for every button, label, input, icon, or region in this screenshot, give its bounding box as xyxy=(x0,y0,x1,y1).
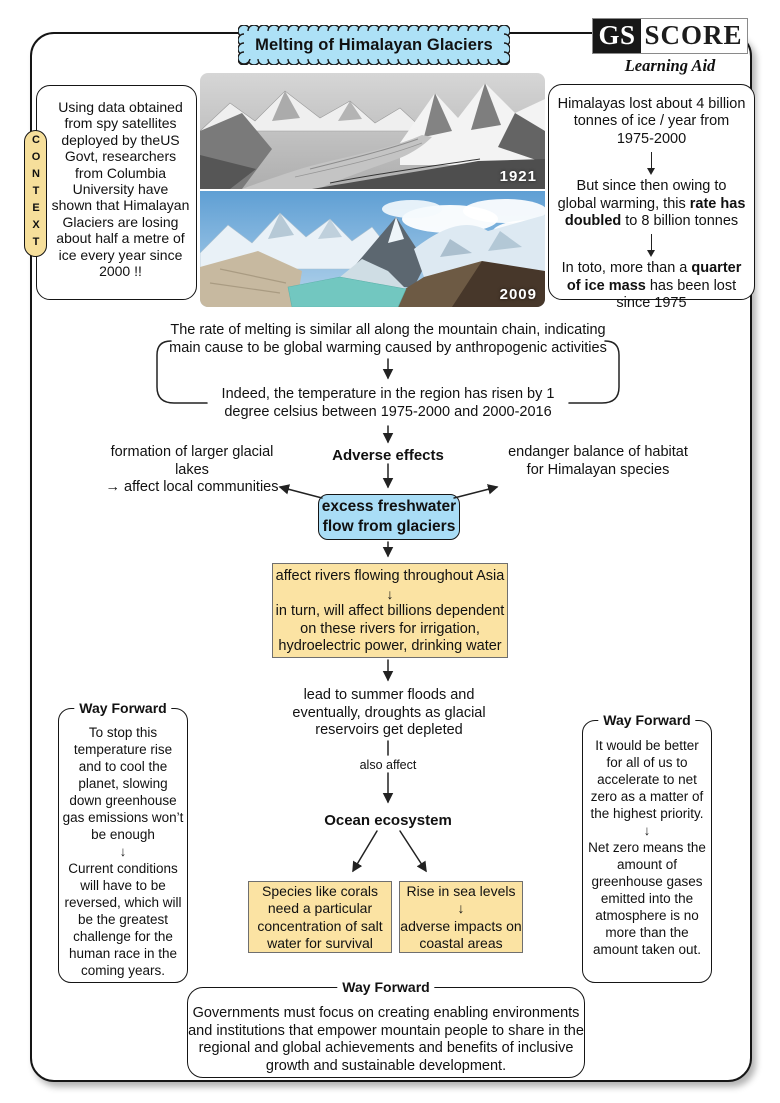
down-arrow-icon xyxy=(645,233,659,258)
way-forward-bottom-box: Way Forward Governments must focus on cr… xyxy=(187,979,585,1078)
photo-year-1921: 1921 xyxy=(499,168,537,185)
logo-tagline: Learning Aid xyxy=(624,56,716,75)
photo-year-2009: 2009 xyxy=(499,286,537,303)
way-forward-right-box: Way Forward It would be better for all o… xyxy=(582,712,712,983)
context-label: CONTEXT xyxy=(24,130,47,257)
context-box: Using data obtained from spy satellites … xyxy=(36,85,197,300)
photo-1921: 1921 xyxy=(200,73,545,189)
rivers-box: affect rivers flowing throughout Asia ↓ … xyxy=(272,563,508,658)
title-bubble: Melting of Himalayan Glaciers xyxy=(238,25,510,65)
way-forward-left-p1: To stop this temperature rise and to coo… xyxy=(62,725,184,842)
way-forward-right-p1: It would be better for all of us to acce… xyxy=(590,738,704,821)
way-forward-left-title: Way Forward xyxy=(74,700,172,717)
rivers-line1: affect rivers flowing throughout Asia xyxy=(275,568,505,584)
sea-levels-box: Rise in sea levels ↓ adverse impacts on … xyxy=(399,881,523,953)
down-arrow-icon xyxy=(645,151,659,176)
ice-loss-p3: In toto, more than a quarter of ice mass… xyxy=(561,260,742,312)
down-arrow-icon: ↓ xyxy=(643,823,651,838)
context-text: Using data obtained from spy satellites … xyxy=(51,99,190,280)
statement-melting-rate: The rate of melting is similar all along… xyxy=(169,322,607,356)
way-forward-right-p2: Net zero means the amount of greenhouse … xyxy=(588,840,706,957)
ice-loss-p1: Himalayas lost about 4 billion tonnes of… xyxy=(557,96,746,147)
freshwater-box: excess freshwater flow from glaciers xyxy=(318,494,460,540)
statement-temperature-rise: Indeed, the temperature in the region ha… xyxy=(221,386,555,420)
corals-box: Species like corals need a particular co… xyxy=(248,881,392,953)
gs-score-logo: GS SCORE Learning Aid xyxy=(592,18,748,76)
photo-2009: 2009 xyxy=(200,191,545,307)
also-affect-label: also affect xyxy=(359,758,417,772)
photo-1921-art xyxy=(200,73,545,189)
ice-loss-p2: But since then owing to global warming, … xyxy=(557,178,746,230)
down-arrow-icon: ↓ xyxy=(119,844,127,859)
down-arrow-icon: ↓ xyxy=(457,900,465,917)
way-forward-bottom-title: Way Forward xyxy=(337,979,435,997)
ice-loss-box: Himalayas lost about 4 billion tonnes of… xyxy=(548,84,755,311)
way-forward-left-p2: Current conditions will have to be rever… xyxy=(64,861,182,978)
title-bubble-scallop xyxy=(238,25,510,65)
way-forward-left-box: Way Forward To stop this temperature ris… xyxy=(58,700,188,983)
page-title: Melting of Himalayan Glaciers xyxy=(255,35,493,54)
logo-wordmark: GS SCORE xyxy=(592,18,748,54)
effect-glacial-lakes: formation of larger glacial lakes → affe… xyxy=(105,444,279,496)
down-arrow-icon: ↓ xyxy=(386,585,394,602)
adverse-effects-label: Adverse effects xyxy=(332,447,444,464)
way-forward-right-title: Way Forward xyxy=(598,712,696,729)
photo-2009-art xyxy=(200,191,545,307)
glacier-photos: 1921 xyxy=(200,73,545,307)
logo-score: SCORE xyxy=(644,20,743,50)
ocean-ecosystem-label: Ocean ecosystem xyxy=(324,812,452,829)
logo-gs: GS xyxy=(593,19,641,53)
effect-habitat-balance: endanger balance of habitat for Himalaya… xyxy=(508,444,688,478)
floods-droughts-text: lead to summer floods and eventually, dr… xyxy=(292,687,486,739)
